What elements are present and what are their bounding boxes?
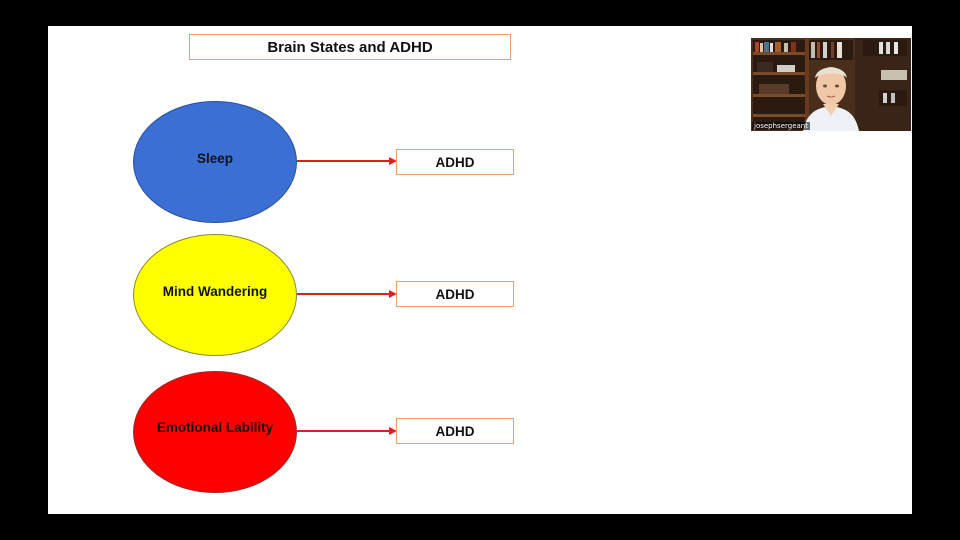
brain-state-row-sleep: Sleep ADHD xyxy=(48,101,912,225)
arrow-icon xyxy=(297,427,397,435)
outcome-box-mind-wandering: ADHD xyxy=(396,281,514,307)
outcome-box-emotional-lability: ADHD xyxy=(396,418,514,444)
webcam-video-tile[interactable]: josephsergeant xyxy=(751,38,911,131)
slide-title: Brain States and ADHD xyxy=(189,34,511,60)
mind-wandering-ellipse: Mind Wandering xyxy=(133,234,297,356)
brain-state-row-mind-wandering: Mind Wandering ADHD xyxy=(48,234,912,358)
brain-state-row-emotional-lability: Emotional Lability ADHD xyxy=(48,371,912,495)
emotional-lability-label: Emotional Lability xyxy=(156,419,274,435)
webcam-feed-image xyxy=(751,38,911,131)
outcome-box-sleep: ADHD xyxy=(396,149,514,175)
sleep-label: Sleep xyxy=(196,150,234,166)
sleep-ellipse: Sleep xyxy=(133,101,297,223)
emotional-lability-ellipse: Emotional Lability xyxy=(133,371,297,493)
mind-wandering-label: Mind Wandering xyxy=(162,283,268,299)
arrow-icon xyxy=(297,157,397,165)
arrow-icon xyxy=(297,290,397,298)
participant-name-label: josephsergeant xyxy=(752,122,810,130)
